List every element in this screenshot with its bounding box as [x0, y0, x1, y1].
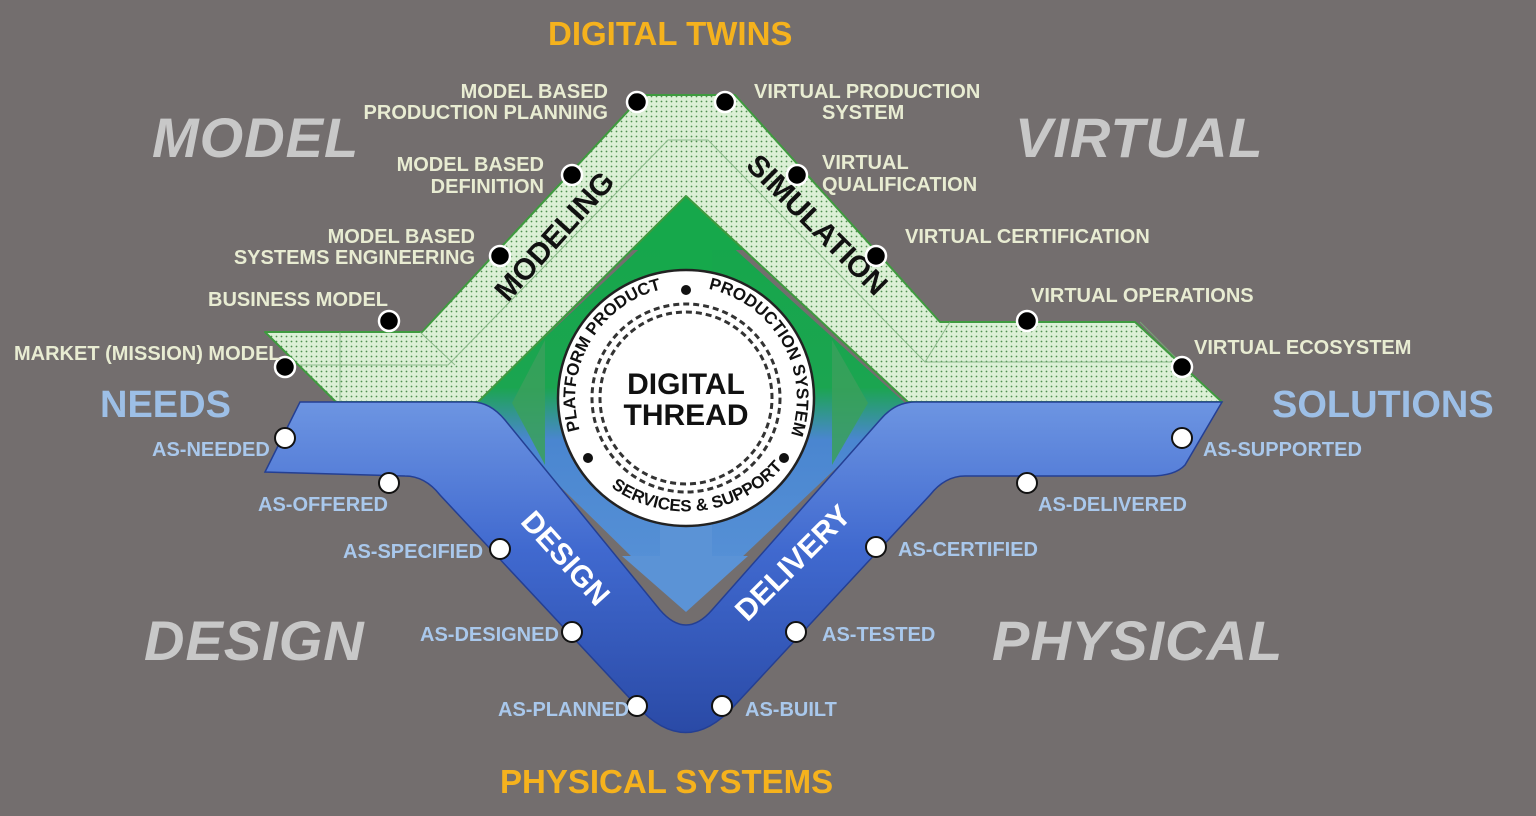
- milestone-as-certified: [865, 536, 887, 558]
- label-virtual-operations: VIRTUAL OPERATIONS: [1031, 285, 1254, 307]
- milestone-virtual-certification: [864, 244, 888, 268]
- milestone-as-specified: [489, 538, 511, 560]
- label-mbpp-line1: MODEL BASED: [460, 81, 608, 103]
- milestone-as-offered: [378, 472, 400, 494]
- ring-dot-right: [779, 453, 789, 463]
- label-virtual-certification: VIRTUAL CERTIFICATION: [905, 226, 1150, 248]
- milestone-as-built: [711, 695, 733, 717]
- label-as-tested: AS-TESTED: [822, 624, 936, 646]
- milestone-mbse: [488, 244, 512, 268]
- lower-band: [263, 401, 1224, 734]
- label-vq-line1: VIRTUAL: [822, 152, 909, 174]
- label-as-delivered: AS-DELIVERED: [1038, 494, 1187, 516]
- label-mbd-line1: MODEL BASED: [396, 154, 544, 176]
- milestone-mbpp: [625, 90, 649, 114]
- label-as-planned: AS-PLANNED: [498, 699, 630, 721]
- title-physical-systems: PHYSICAL SYSTEMS: [500, 763, 834, 800]
- ring-dot-top: [681, 285, 691, 295]
- arrow-down: [622, 500, 748, 612]
- label-as-designed: AS-DESIGNED: [420, 624, 559, 646]
- label-as-supported: AS-SUPPORTED: [1203, 439, 1362, 461]
- milestone-virtual-qualification: [785, 163, 809, 187]
- milestone-mbd: [560, 163, 584, 187]
- milestone-virtual-ecosystem: [1170, 355, 1194, 379]
- ring-dot-left: [583, 453, 593, 463]
- label-as-offered: AS-OFFERED: [258, 494, 388, 516]
- label-business-model: BUSINESS MODEL: [208, 289, 389, 311]
- title-digital-twins: DIGITAL TWINS: [548, 15, 793, 52]
- milestone-virtual-operations: [1015, 309, 1039, 333]
- label-as-needed: AS-NEEDED: [152, 439, 270, 461]
- milestone-business-model: [377, 309, 401, 333]
- as-milestones: [274, 427, 1193, 717]
- label-as-certified: AS-CERTIFIED: [898, 539, 1038, 561]
- center-label-digital: DIGITAL: [627, 368, 745, 401]
- side-needs: NEEDS: [100, 384, 231, 426]
- label-vq-line2: QUALIFICATION: [822, 174, 978, 196]
- milestone-as-tested: [785, 621, 807, 643]
- digital-thread-hub: PLATFORM PRODUCT PRODUCTION SYSTEM SERVI…: [556, 268, 816, 528]
- label-market-mission-model: MARKET (MISSION) MODEL: [14, 343, 281, 365]
- corner-physical: PHYSICAL: [992, 609, 1284, 672]
- label-mbpp-line2: PRODUCTION PLANNING: [363, 102, 608, 124]
- label-mbd-line2: DEFINITION: [430, 176, 544, 198]
- model-milestones: [273, 90, 1194, 379]
- milestone-as-supported: [1171, 427, 1193, 449]
- label-vps-line2: SYSTEM: [822, 102, 905, 124]
- label-virtual-ecosystem: VIRTUAL ECOSYSTEM: [1194, 337, 1412, 359]
- label-mbse-line1: MODEL BASED: [327, 226, 475, 248]
- label-as-specified: AS-SPECIFIED: [343, 541, 484, 563]
- corner-design: DESIGN: [144, 609, 365, 672]
- milestone-as-delivered: [1016, 472, 1038, 494]
- arrow-left: [512, 340, 545, 465]
- milestone-market-mission-model: [273, 355, 297, 379]
- arrow-right: [832, 340, 868, 465]
- corner-virtual: VIRTUAL: [1015, 106, 1264, 169]
- milestone-as-designed: [561, 621, 583, 643]
- label-mbse-line2: SYSTEMS ENGINEERING: [233, 247, 475, 269]
- milestone-virtual-production-system: [713, 90, 737, 114]
- label-vps-line1: VIRTUAL PRODUCTION: [754, 81, 981, 103]
- corner-model: MODEL: [152, 106, 360, 169]
- milestone-as-needed: [274, 427, 296, 449]
- center-label-thread: THREAD: [624, 399, 749, 432]
- label-as-built: AS-BUILT: [745, 699, 837, 721]
- milestone-as-planned: [626, 695, 648, 717]
- lower-band-shape: [263, 401, 1224, 734]
- side-solutions: SOLUTIONS: [1272, 384, 1494, 426]
